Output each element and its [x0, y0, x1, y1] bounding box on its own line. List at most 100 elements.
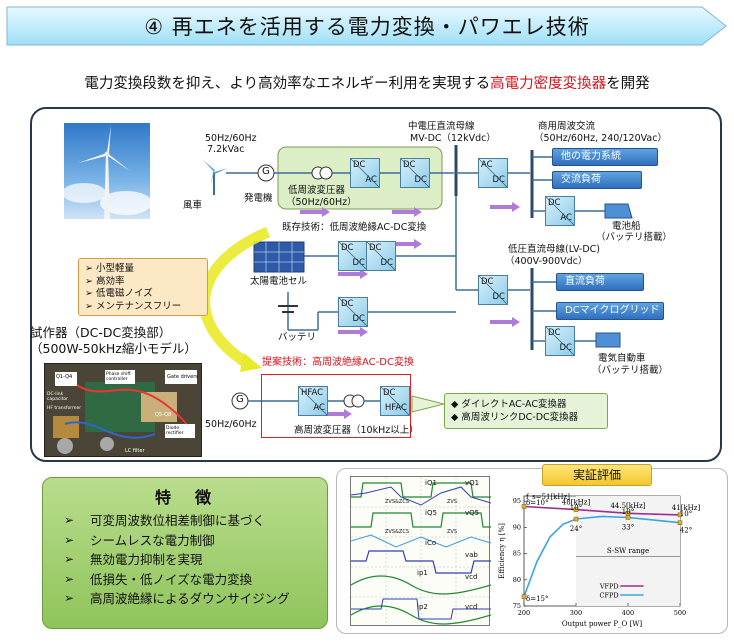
feature-item: ➢ 高効率 — [85, 275, 125, 287]
features-title: 特 徴 — [154, 488, 215, 507]
photo-label: Phase shift controller — [106, 372, 131, 382]
feature-item: ➢ 小型軽量 — [85, 263, 134, 274]
photo-label: Q1-Q4 — [56, 374, 73, 380]
photo-label: DC-link capacitor — [47, 392, 68, 402]
data-point-cfpd — [677, 520, 683, 525]
y-tick-label: 95 — [513, 497, 521, 505]
solar-label: 太陽電池セル — [250, 276, 308, 287]
converter-label: DC — [353, 160, 366, 170]
lv-bus-label: 低圧直流母線(LV-DC) — [508, 244, 600, 255]
y-tick-label: 75 — [513, 602, 521, 610]
ev-icon — [595, 332, 621, 348]
lf-transformer-freq: （50Hz/60Hz） — [286, 197, 357, 208]
evaluation-title: 実証評価 — [542, 464, 652, 486]
photo-label: LC filter — [125, 448, 145, 454]
chart-annotation: δ=10° — [526, 499, 549, 507]
wind-turbine-icon — [62, 125, 152, 219]
proposal-generator-symbol: G — [236, 394, 244, 405]
converter-label: DC — [492, 175, 505, 185]
converter-label: DC — [548, 198, 561, 208]
converter-label: AC — [481, 160, 493, 170]
existing-tech-label: 既存技術：低周波絶縁AC-DC変換 — [282, 222, 427, 233]
ac-side-label: 商用周波交流 — [538, 121, 596, 132]
features-box: ➢ 小型軽量 ➢ 高効率 ➢ 低電磁ノイズ ➢ メンテナンスフリー — [78, 258, 208, 316]
proposal-tech-label: 提案技術：高周波絶縁AC-DC変換 — [262, 357, 414, 368]
converter-label: DC — [492, 292, 505, 302]
wind-freq-label: 50Hz/60Hz — [205, 133, 257, 144]
prototype-label-1: 試作器（DC-DC変換部） — [30, 325, 172, 340]
x-axis-label: Output power P_O [W] — [562, 620, 643, 628]
y-tick-label: 85 — [513, 550, 521, 558]
wave-label: iQ1 — [425, 479, 437, 487]
x-tick-label: 200 — [518, 609, 530, 617]
feature-item: ➢ メンテナンスフリー — [85, 300, 182, 312]
legend-label: CFPD — [600, 592, 619, 600]
mv-bus-sub: MV-DC（12kVdc） — [410, 133, 496, 144]
ev-sub: （バッテリ搭載） — [592, 365, 669, 376]
wave-label: vab — [465, 551, 478, 559]
converter-label: DC — [380, 258, 393, 268]
wave-label: ip2 — [417, 603, 428, 611]
features-list-item: 可変周波数位相差制御に基づく — [64, 511, 324, 531]
wave-tag: ZVS — [447, 499, 458, 505]
mv-bus-label: 中電圧直流母線 — [408, 121, 475, 132]
wave-label: vQ1 — [465, 479, 480, 487]
converter-label: DC — [341, 299, 354, 309]
subtitle-prefix: 電力変換段数を抑え、より高効率なエネルギー利用を実現する — [84, 76, 491, 92]
load-ac: 交流負荷 — [552, 171, 642, 189]
subtitle-highlight: 高電力密度変換器 — [490, 76, 607, 92]
chart-annotation: 42° — [680, 527, 692, 535]
converter-battery: DC DC — [338, 297, 368, 327]
page-title: ④ 再エネを活用する電力変換・パワエレ技術 — [144, 15, 590, 39]
x-tick-label: 500 — [674, 609, 686, 617]
converter-label: DC — [352, 258, 365, 268]
proposal-frame — [261, 374, 411, 438]
wave-tag: ZVS&ZCS — [385, 529, 410, 535]
subtitle: 電力変換段数を抑え、より高効率なエネルギー利用を実現する高電力密度変換器を開発 — [0, 72, 734, 93]
feature-item: ➢ 低電磁ノイズ — [85, 288, 153, 299]
prototype-label: 試作器（DC-DC変換部） （500W-50kHz縮小モデル） — [30, 325, 197, 357]
converter-label: DC — [352, 314, 365, 324]
title-banner — [6, 6, 727, 46]
features-list: 可変周波数位相差制御に基づく シームレスな電力制御 無効電力抑制を実現 低損失・… — [64, 511, 324, 609]
chart-annotation: 33° — [622, 524, 634, 532]
converter-label: DC — [403, 160, 416, 170]
features-list-item: 低損失・低ノイズな電力変換 — [64, 570, 324, 590]
proposal-freq: 50Hz/60Hz — [205, 419, 257, 430]
wave-label: ip1 — [417, 569, 428, 577]
converter-label: DC — [341, 243, 354, 253]
converter-label: DC — [369, 243, 382, 253]
wave-label: iQ5 — [425, 509, 437, 517]
hf-transformer-label: 高周波変圧器（10kHz以上） — [294, 425, 419, 436]
legend-label: VFPD — [599, 583, 619, 591]
wind-voltage-label: 7.2kVac — [207, 144, 245, 155]
lv-bus-sub: （400V-900Vdc） — [505, 256, 588, 267]
prototype-label-2: （500W-50kHz縮小モデル） — [30, 341, 197, 356]
chart-annotation: 10° — [622, 508, 634, 516]
chart-annotation: 24° — [570, 525, 582, 533]
converter-dc-ac-mv: AC DC — [478, 158, 508, 188]
converter-solar-2: DC DC — [366, 241, 396, 271]
y-tick-label: 90 — [513, 523, 521, 531]
battery-label: バッテリ — [278, 332, 317, 343]
proposal-bullet: ◆ ダイレクトAC-AC変換器 — [451, 399, 567, 410]
load-other-grid: 他の電力系統 — [552, 148, 658, 166]
load-dc: 直流負荷 — [556, 273, 644, 291]
wave-tag: ZVS&ZCS — [385, 499, 410, 505]
data-point-vfpd — [573, 507, 579, 512]
photo-label: HF transformer — [47, 406, 82, 411]
data-point-cfpd — [521, 594, 527, 599]
y-tick-label: 80 — [513, 576, 521, 584]
chart-annotation: 10° — [570, 504, 582, 512]
features-list-item: 高周波絶縁によるダウンサイジング — [64, 589, 324, 609]
data-point-cfpd — [573, 516, 579, 522]
waveform-panel: iQ1 vQ1 iQ5 vQ5 iCo vab ip1 vcd ip2 vcd … — [350, 476, 492, 627]
converter-label: DC — [559, 343, 572, 353]
waveform-plot — [350, 477, 492, 627]
y-axis-label: Efficiency η [%] — [498, 523, 506, 579]
wind-turbine-photo — [62, 123, 152, 219]
